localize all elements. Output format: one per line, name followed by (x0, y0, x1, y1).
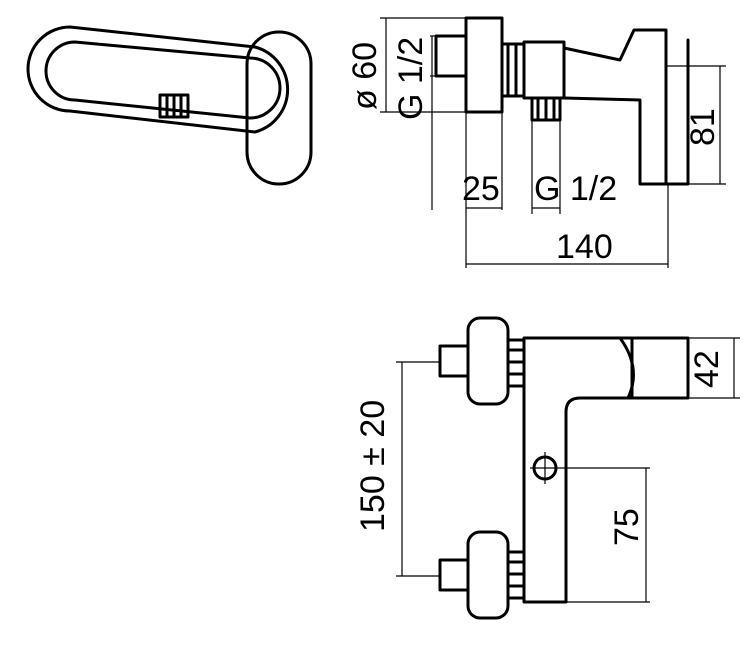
front-bottom-nut (438, 558, 470, 592)
side-rosette (464, 16, 504, 114)
side-connector (500, 42, 526, 98)
dim-height-75: 75 (608, 508, 646, 546)
dim-width-140: 140 (556, 228, 613, 266)
side-inlet-nut (434, 34, 468, 78)
top-lever-handle (245, 30, 313, 186)
side-view: ø 60 G 1/2 81 25 G 1/2 140 (346, 16, 726, 268)
front-top-rosette (466, 316, 510, 406)
front-body (522, 336, 634, 604)
front-view: 42 150 ± 20 75 (354, 316, 740, 620)
side-lever (562, 28, 690, 186)
dim-height-42: 42 (688, 350, 726, 388)
dim-width-25: 25 (462, 170, 500, 208)
dim-height-81: 81 (684, 108, 722, 146)
front-lever (618, 336, 690, 400)
top-view (26, 25, 313, 186)
dim-diameter: ø 60 (346, 42, 384, 110)
front-bottom-rosette (466, 530, 510, 620)
top-body-outline (26, 25, 290, 134)
dim-center-150: 150 ± 20 (354, 400, 392, 532)
front-top-nut (438, 344, 470, 378)
dim-thread-out: G 1/2 (534, 170, 617, 208)
top-body-inner (44, 40, 282, 120)
dim-thread-in: G 1/2 (392, 37, 430, 120)
side-body (522, 40, 566, 100)
